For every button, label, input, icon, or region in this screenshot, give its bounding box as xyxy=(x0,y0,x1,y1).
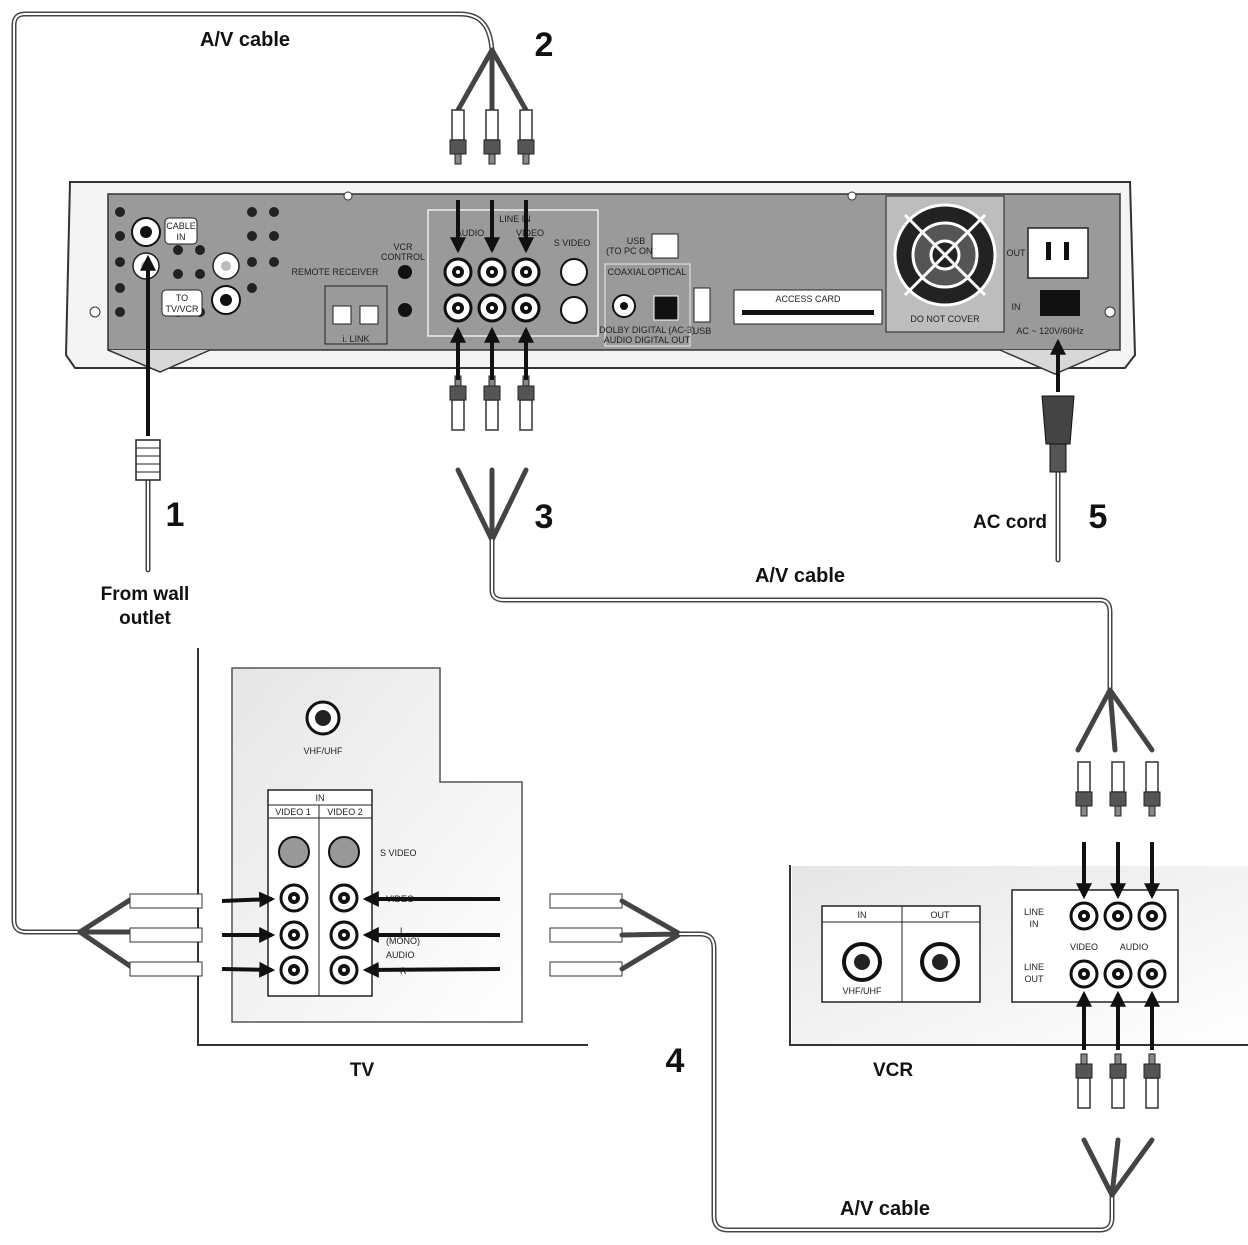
from-wall-outlet-label-2: outlet xyxy=(119,608,171,629)
receiver-unit: CABLE IN TO TV/VCR REMOTE RECEIVER VCR C… xyxy=(64,181,1137,375)
tv-video1-label: VIDEO 1 xyxy=(275,807,311,817)
remote-receiver-label: REMOTE RECEIVER xyxy=(291,267,379,277)
plug-vcr-out-audio-r xyxy=(1143,1053,1161,1109)
vcr-line-in-label: LINE xyxy=(1024,907,1044,917)
plug-vcr-out-audio-l xyxy=(1109,1053,1127,1109)
power-out-label: OUT xyxy=(1007,248,1027,258)
step-5-number: 5 xyxy=(1089,498,1108,536)
usb-sub-label: (TO PC ONLY) xyxy=(606,246,666,256)
tv-audio-label: AUDIO xyxy=(386,950,415,960)
vcr-line-out-label-2: OUT xyxy=(1025,974,1045,984)
plug-3-mid xyxy=(483,375,501,431)
to-tv-vcr-label-2: TV/VCR xyxy=(165,304,199,314)
tv-video1-video-jack xyxy=(279,883,309,913)
plug-3-left xyxy=(449,375,467,431)
vcr-control-jack xyxy=(398,265,412,279)
tv-unit: VHF/UHF IN VIDEO 1 VIDEO 2 S VIDEO VIDEO… xyxy=(197,648,588,1046)
step-4-number: 4 xyxy=(666,1042,685,1080)
ac-rating-label: AC ~ 120V/60Hz xyxy=(1016,326,1084,336)
line-in-2-video-jack xyxy=(511,293,541,323)
vcr-line-out-audio-l-jack xyxy=(1103,959,1133,989)
to-tv-vcr-label: TO xyxy=(176,293,188,303)
tv-label: TV xyxy=(350,1060,375,1081)
tv-mono-label: (MONO) xyxy=(386,936,420,946)
vcr-line-in-label-2: IN xyxy=(1030,919,1039,929)
access-card-label: ACCESS CARD xyxy=(775,294,841,304)
plug-2-left xyxy=(449,109,467,165)
line-in-1-audio-l-jack xyxy=(443,257,473,287)
vent-holes-left xyxy=(115,207,279,317)
s-video-label: S VIDEO xyxy=(554,238,591,248)
audio-label: AUDIO xyxy=(456,228,485,238)
tv-video2-label: VIDEO 2 xyxy=(327,807,363,817)
video-label: VIDEO xyxy=(516,228,544,238)
plug-vcr-in-audio-l xyxy=(1109,761,1127,817)
coax-cable-1 xyxy=(135,254,161,573)
tv-left-plugs xyxy=(129,891,276,978)
tv-video2-video-jack xyxy=(329,883,359,913)
plug-3-right xyxy=(517,375,535,431)
plug-vcr-in-audio-r xyxy=(1143,761,1161,817)
vcr-unit: IN OUT VHF/UHF LINE IN LINE OUT VIDEO AU… xyxy=(789,865,1248,1046)
remote-receiver-jack xyxy=(398,303,412,317)
vcr-line-out-video-jack xyxy=(1069,959,1099,989)
i-link-label: i. LINK xyxy=(342,334,369,344)
usb2-label: USB xyxy=(693,326,712,336)
vcr-in-label: IN xyxy=(858,910,867,920)
step-2-number: 2 xyxy=(535,26,554,64)
tv-video1-audio-r-jack xyxy=(279,955,309,985)
plug-vcr-in-video xyxy=(1075,761,1093,817)
vcr-label: VCR xyxy=(873,1060,913,1081)
cable-in-label-2: IN xyxy=(177,232,186,242)
tv-video2-audio-l-jack xyxy=(329,920,359,950)
av-cable-label-mid: A/V cable xyxy=(755,565,845,587)
plug-vcr-out-video xyxy=(1075,1053,1093,1109)
optical-label: OPTICAL xyxy=(648,267,687,277)
av-cable-3 xyxy=(455,467,1155,753)
vcr-control-label-2: CONTROL xyxy=(381,252,425,262)
plug-2-right xyxy=(517,109,535,165)
do-not-cover-label: DO NOT COVER xyxy=(910,314,980,324)
av-cable-label-top: A/V cable xyxy=(200,29,290,51)
vcr-video-label: VIDEO xyxy=(1070,942,1098,952)
line-in-label: LINE IN xyxy=(499,214,531,224)
vcr-vhf-uhf-label: VHF/UHF xyxy=(843,986,882,996)
cable-in-label: CABLE xyxy=(166,221,196,231)
line-in-1-audio-r-jack xyxy=(477,257,507,287)
av-cable-4 xyxy=(362,891,1155,1233)
vcr-line-out-audio-r-jack xyxy=(1137,959,1167,989)
vcr-control-label: VCR xyxy=(393,242,413,252)
line-in-1-video-jack xyxy=(511,257,541,287)
line-in-2-audio-l-jack xyxy=(443,293,473,323)
vcr-line-in-audio-l-jack xyxy=(1103,901,1133,931)
line-in-2-audio-r-jack xyxy=(477,293,507,323)
tv-video1-audio-l-jack xyxy=(279,920,309,950)
tv-in-label: IN xyxy=(316,793,325,803)
vcr-line-in-video-jack xyxy=(1069,901,1099,931)
power-in-label: IN xyxy=(1012,302,1021,312)
ac-cord-5 xyxy=(1041,338,1075,563)
ac-cord-label: AC cord xyxy=(973,512,1047,533)
plug-2-mid xyxy=(483,109,501,165)
tv-l-label: L xyxy=(400,926,405,936)
vcr-line-in-audio-r-jack xyxy=(1137,901,1167,931)
vcr-line-out-label: LINE xyxy=(1024,962,1044,972)
coaxial-label: COAXIAL xyxy=(607,267,646,277)
step-1-number: 1 xyxy=(166,496,185,534)
step-3-number: 3 xyxy=(535,498,554,536)
from-wall-outlet-label: From wall xyxy=(101,584,190,605)
tv-vhf-uhf-label: VHF/UHF xyxy=(304,746,343,756)
vcr-out-label: OUT xyxy=(931,910,951,920)
audio-digital-out-label: AUDIO DIGITAL OUT xyxy=(604,335,691,345)
dolby-label: DOLBY DIGITAL (AC-3) xyxy=(599,325,695,335)
av-cable-2 xyxy=(11,11,529,969)
tv-s-video-label: S VIDEO xyxy=(380,848,417,858)
vcr-audio-label: AUDIO xyxy=(1120,942,1149,952)
tv-video2-audio-r-jack xyxy=(329,955,359,985)
usb-label: USB xyxy=(627,236,646,246)
av-cable-label-bottom: A/V cable xyxy=(840,1198,930,1220)
